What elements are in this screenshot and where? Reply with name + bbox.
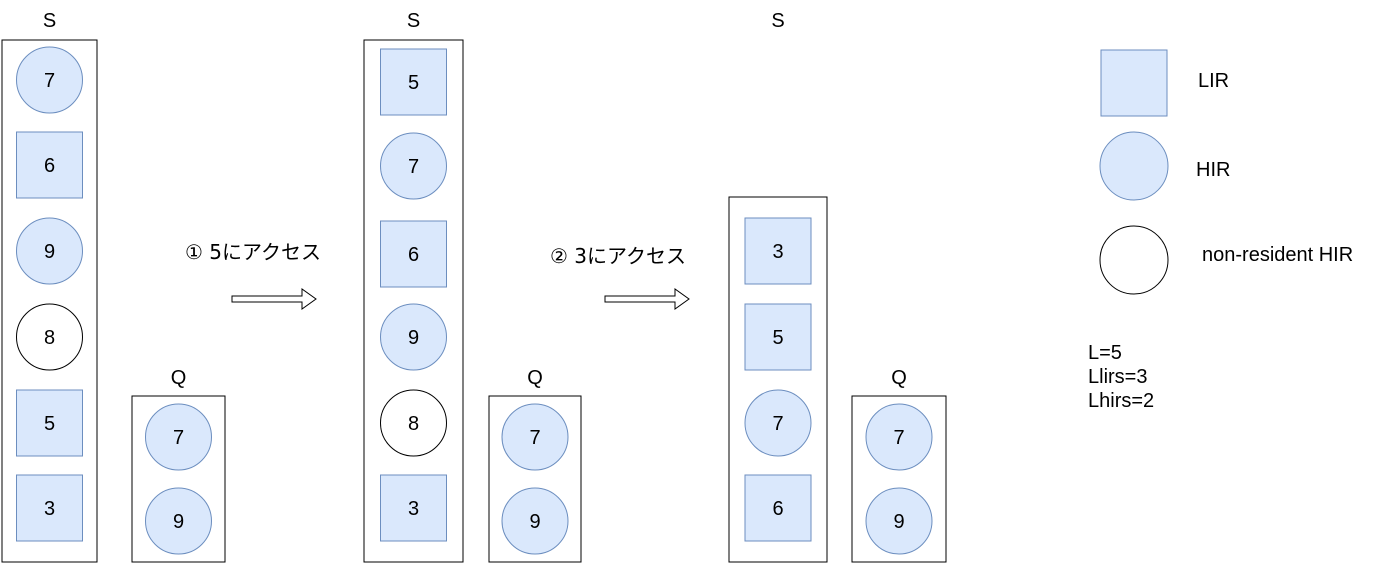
queue-node-value: 7 <box>893 427 904 449</box>
stack-node-value: 5 <box>44 413 55 435</box>
queue-node-hir-circle <box>501 403 569 471</box>
stack-node-lir-square <box>16 389 83 457</box>
stack-node-value: 9 <box>408 327 419 349</box>
stack-node-value: 5 <box>408 72 419 94</box>
stack-node-hir-circle <box>380 303 447 371</box>
queue-node-hir-circle <box>145 403 212 471</box>
queue-node-hir-circle <box>501 487 569 555</box>
queue-node-value: 9 <box>173 511 184 533</box>
stack-node-value: 5 <box>772 327 783 349</box>
stack-node-lir-square <box>380 48 447 116</box>
queue-node-hir-circle <box>865 403 933 471</box>
queue-box-3 <box>851 395 947 563</box>
legend-nonresident-circle <box>1099 225 1169 295</box>
stack-node-value: 9 <box>44 241 55 263</box>
legend-lir-square <box>1100 49 1168 117</box>
legend-label-lir: LIR <box>1198 70 1229 92</box>
stack-node-value: 6 <box>772 498 783 520</box>
legend-label-nonresident: non-resident HIR <box>1202 244 1353 266</box>
stack-node-value: 7 <box>44 70 55 92</box>
queue-node-hir-circle <box>145 487 212 555</box>
queue-node-value: 7 <box>529 427 540 449</box>
stack-node-value: 3 <box>44 498 55 520</box>
stack-node-hir-circle <box>380 132 447 200</box>
queue-box-1 <box>131 395 226 563</box>
stack-node-nonresident-circle <box>380 389 447 457</box>
step-arrow-icon <box>231 288 317 310</box>
stack-node-lir-square <box>380 474 447 542</box>
stack-node-value: 6 <box>408 244 419 266</box>
stack-node-lir-square <box>16 131 83 199</box>
queue-node-value: 9 <box>893 511 904 533</box>
queue-label: Q <box>891 367 907 389</box>
queue-node-value: 9 <box>529 511 540 533</box>
stack-label: S <box>43 10 56 32</box>
stack-node-value: 8 <box>408 413 419 435</box>
stack-node-value: 3 <box>408 498 419 520</box>
stack-node-lir-square <box>744 217 812 285</box>
stack-label: S <box>771 10 784 32</box>
stack-node-nonresident-circle <box>16 303 83 371</box>
param-text: L=5 <box>1088 342 1122 364</box>
stack-node-value: 8 <box>44 327 55 349</box>
stack-box-1 <box>1 39 98 563</box>
step-label: ② 3にアクセス <box>550 244 686 268</box>
stack-node-value: 3 <box>772 241 783 263</box>
stack-box-2 <box>363 39 464 563</box>
stack-node-hir-circle <box>744 389 812 457</box>
queue-node-hir-circle <box>865 487 933 555</box>
step-arrow-icon <box>604 288 690 310</box>
stack-node-hir-circle <box>16 217 83 285</box>
stack-node-lir-square <box>16 474 83 542</box>
stack-box-3 <box>728 196 828 563</box>
stack-node-hir-circle <box>16 46 83 114</box>
param-text: Lhirs=2 <box>1088 390 1154 412</box>
queue-label: Q <box>171 367 187 389</box>
queue-node-value: 7 <box>173 427 184 449</box>
legend-label-hir: HIR <box>1196 159 1230 181</box>
queue-label: Q <box>527 367 543 389</box>
stack-node-value: 7 <box>408 156 419 178</box>
queue-box-2 <box>488 395 582 563</box>
step-label: ① 5にアクセス <box>185 240 321 264</box>
legend-hir-circle <box>1099 131 1169 201</box>
stack-node-lir-square <box>744 303 812 371</box>
stack-label: S <box>407 10 420 32</box>
param-text: Llirs=3 <box>1088 366 1147 388</box>
stack-node-value: 7 <box>772 413 783 435</box>
stack-node-lir-square <box>380 220 447 288</box>
stack-node-lir-square <box>744 474 812 542</box>
stack-node-value: 6 <box>44 155 55 177</box>
